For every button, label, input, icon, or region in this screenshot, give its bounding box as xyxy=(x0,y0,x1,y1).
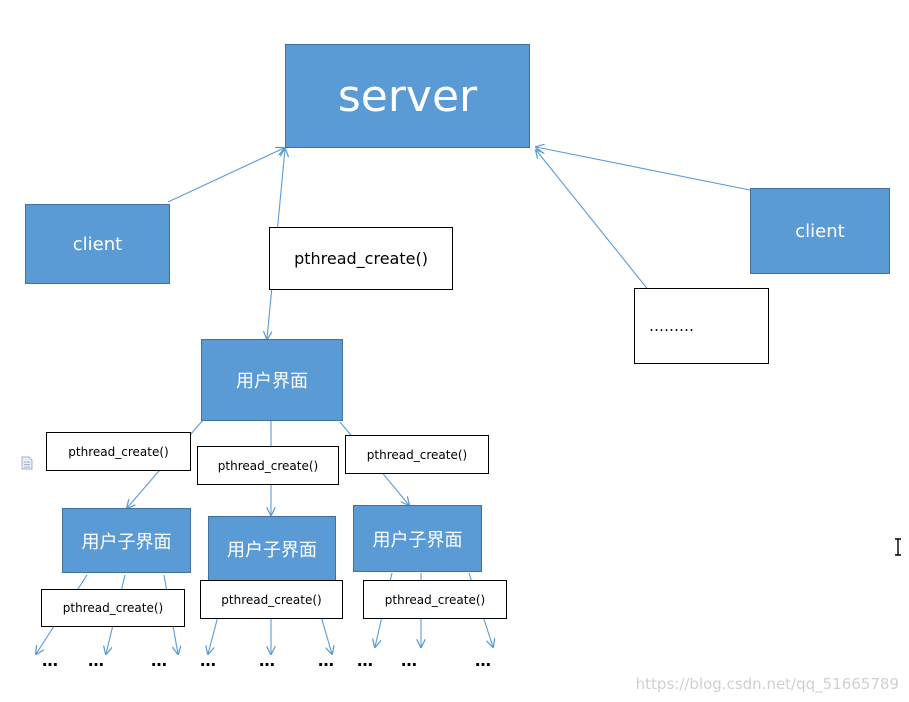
client-right-label: client xyxy=(795,220,845,242)
ellipsis-9: … xyxy=(475,651,491,670)
server-label: server xyxy=(337,70,478,122)
server-box: server xyxy=(285,44,530,148)
arrow-client-left-to-server xyxy=(167,148,284,203)
ellipsis-2: … xyxy=(88,651,104,670)
ellipsis-6: … xyxy=(318,651,334,670)
ellipsis-1: … xyxy=(42,651,58,670)
user-ui-label: 用户界面 xyxy=(236,371,308,392)
leaf-create-label-2: pthread_create() xyxy=(200,580,343,619)
sub-ui-3-box: 用户子界面 xyxy=(353,505,482,572)
sub-ui-1-label: 用户子界面 xyxy=(81,531,172,553)
sub-ui-2-label: 用户子界面 xyxy=(227,540,317,561)
watermark: https://blog.csdn.net/qq_51665789 xyxy=(635,675,899,693)
arrow-server-to-more xyxy=(536,150,666,312)
branch-create-label-2: pthread_create() xyxy=(197,446,339,485)
main-create-label: pthread_create() xyxy=(269,227,453,290)
user-ui-box: 用户界面 xyxy=(201,339,343,421)
ellipsis-4: … xyxy=(200,651,216,670)
ellipsis-7: … xyxy=(357,651,373,670)
more-label: ……… xyxy=(634,288,769,364)
sub-ui-1-box: 用户子界面 xyxy=(62,508,191,573)
leaf-create-label-3: pthread_create() xyxy=(363,580,507,619)
arrow-client-right-to-server xyxy=(536,147,751,191)
text-cursor-icon xyxy=(895,538,901,556)
ellipsis-3: … xyxy=(151,651,167,670)
leaf-create-label-1: pthread_create() xyxy=(41,589,185,627)
branch-create-label-3: pthread_create() xyxy=(345,435,489,474)
client-left-box: client xyxy=(25,204,170,284)
ellipsis-8: … xyxy=(401,651,417,670)
document-icon xyxy=(21,456,33,470)
sub-ui-2-box: 用户子界面 xyxy=(208,516,336,582)
ellipsis-5: … xyxy=(259,651,275,670)
branch-create-label-1: pthread_create() xyxy=(46,432,191,471)
client-left-label: client xyxy=(72,233,123,255)
client-right-box: client xyxy=(750,188,890,274)
sub-ui-3-label: 用户子界面 xyxy=(372,529,463,551)
